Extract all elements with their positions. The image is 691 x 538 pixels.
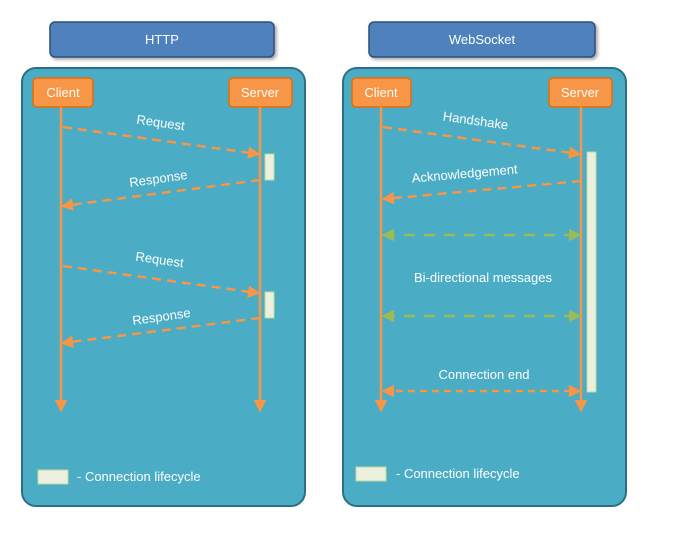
http-client-box: Client (32, 77, 94, 108)
http-request-1-arrow (62, 125, 261, 159)
http-response-2-arrow (60, 316, 261, 348)
websocket-section: WebSocket Client Server Handshake Acknow… (342, 21, 627, 507)
http-client-label: Client (46, 85, 80, 100)
websocket-bidirectional-label: Bi-directional messages (414, 270, 553, 285)
websocket-server-label: Server (561, 85, 600, 100)
http-title: HTTP (145, 32, 179, 47)
http-request-2-arrow (62, 264, 261, 298)
websocket-connection-end-label: Connection end (438, 367, 529, 382)
websocket-client-box: Client (351, 77, 412, 108)
http-legend-label: - Connection lifecycle (77, 469, 201, 484)
websocket-lifecycle-bar (586, 151, 597, 393)
websocket-title: WebSocket (449, 32, 516, 47)
websocket-legend: - Connection lifecycle (355, 466, 520, 482)
http-legend: - Connection lifecycle (37, 469, 201, 485)
websocket-legend-swatch (355, 466, 387, 482)
websocket-title-box: WebSocket (368, 21, 596, 58)
http-section: HTTP Client Server Request Response Requ… (21, 21, 306, 507)
http-legend-swatch (37, 469, 69, 485)
http-server-label: Server (241, 85, 280, 100)
http-panel (21, 67, 306, 507)
websocket-server-box: Server (548, 77, 613, 108)
websocket-panel (342, 67, 627, 507)
websocket-client-label: Client (364, 85, 398, 100)
http-request-2-label: Request (135, 249, 185, 271)
http-request-1-label: Request (136, 112, 186, 134)
http-response-1-arrow (60, 178, 261, 211)
websocket-acknowledgement-arrow (381, 179, 582, 205)
websocket-handshake-arrow (382, 125, 582, 159)
websocket-legend-label: - Connection lifecycle (396, 466, 520, 481)
http-title-box: HTTP (49, 21, 275, 58)
http-lifecycle-bar-2 (264, 291, 275, 319)
http-lifecycle-bar-1 (264, 153, 275, 181)
http-server-box: Server (228, 77, 293, 108)
